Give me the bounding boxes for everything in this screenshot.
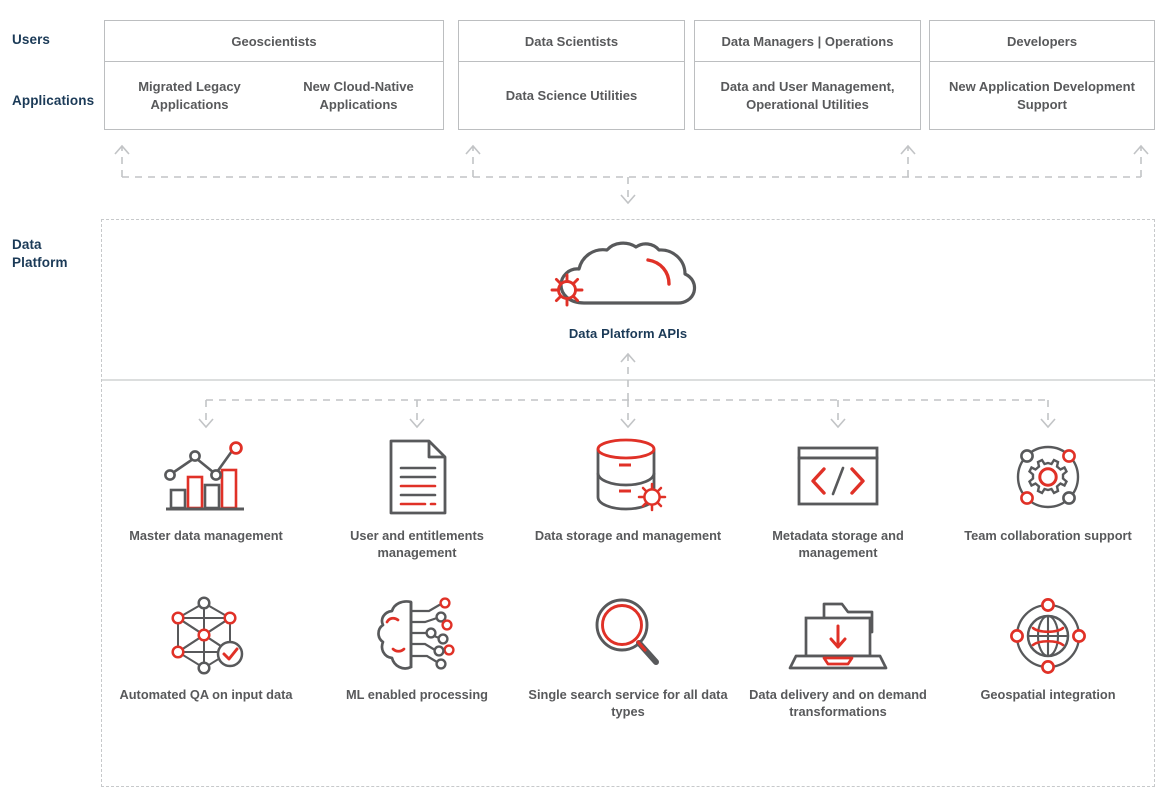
capability-tile[interactable]: User and entitlements management — [317, 434, 517, 562]
capability-label: Data storage and management — [534, 528, 722, 543]
arrow-up-geoscientists — [114, 144, 130, 177]
bar-chart-line-icon — [106, 434, 306, 520]
application-box: New Application Development Support — [929, 62, 1155, 130]
capability-tile[interactable]: Automated QA on input data — [106, 593, 306, 703]
capability-tile[interactable]: Geospatial integration — [948, 593, 1148, 703]
capability-label: Team collaboration support — [964, 528, 1132, 543]
capability-label: User and entitlements management — [350, 528, 484, 561]
data-platform-apis-label: Data Platform APIs — [568, 326, 688, 341]
magnifier-icon — [528, 593, 728, 679]
application-box: Migrated Legacy Applications New Cloud-Na… — [104, 62, 444, 130]
cloud-with-sun-icon — [520, 240, 736, 323]
user-group-box[interactable]: Data Scientists — [458, 20, 685, 62]
capability-label: Data delivery and on demand transformati… — [749, 687, 927, 720]
data-platform-container — [101, 219, 1155, 787]
network-check-icon — [106, 593, 306, 679]
application-cell[interactable]: New Cloud-Native Applications — [303, 78, 414, 112]
capability-tile[interactable]: Metadata storage and management — [738, 434, 938, 562]
application-cell[interactable]: Migrated Legacy Applications — [138, 78, 241, 112]
document-lines-icon — [317, 434, 517, 520]
arrow-up-developers — [1133, 144, 1149, 177]
row-label-data-platform: Data Platform — [12, 237, 68, 271]
globe-network-icon — [948, 593, 1148, 679]
laptop-download-icon — [738, 593, 938, 679]
capability-label: Single search service for all data types — [528, 687, 728, 720]
row-label-applications: Applications — [12, 93, 95, 108]
user-group-box[interactable]: Geoscientists — [104, 20, 444, 62]
capability-tile[interactable]: ML enabled processing — [317, 593, 517, 703]
capability-tile[interactable]: Single search service for all data types — [528, 593, 728, 721]
capability-tile[interactable]: Data delivery and on demand transformati… — [738, 593, 938, 721]
capability-label: Master data management — [129, 528, 283, 543]
capability-label: Metadata storage and management — [772, 528, 904, 561]
user-group-box[interactable]: Data Managers | Operations — [694, 20, 921, 62]
user-group-box[interactable]: Developers — [929, 20, 1155, 62]
capability-tile[interactable]: Team collaboration support — [948, 434, 1148, 544]
capability-label: ML enabled processing — [346, 687, 488, 702]
capability-tile[interactable]: Data storage and management — [528, 434, 728, 544]
data-platform-apis-block: Data Platform APIs — [520, 240, 736, 341]
database-cylinder-icon — [528, 434, 728, 520]
capability-label: Automated QA on input data — [119, 687, 293, 702]
code-window-icon — [738, 434, 938, 520]
arrow-up-data-scientists — [465, 144, 481, 177]
row-label-users: Users — [12, 32, 51, 47]
application-cell[interactable]: New Application Development Support — [949, 78, 1135, 112]
capability-label: Geospatial integration — [980, 687, 1116, 702]
brain-circuit-icon — [317, 593, 517, 679]
application-cell[interactable]: Data Science Utilities — [505, 87, 638, 103]
arrow-up-data-managers — [900, 144, 916, 177]
application-box: Data Science Utilities — [458, 62, 685, 130]
application-box: Data and User Management, Operational Ut… — [694, 62, 921, 130]
capability-tile[interactable]: Master data management — [106, 434, 306, 544]
application-cell[interactable]: Data and User Management, Operational Ut… — [720, 78, 895, 112]
arrow-down-into-platform — [620, 177, 636, 205]
gear-network-icon — [948, 434, 1148, 520]
